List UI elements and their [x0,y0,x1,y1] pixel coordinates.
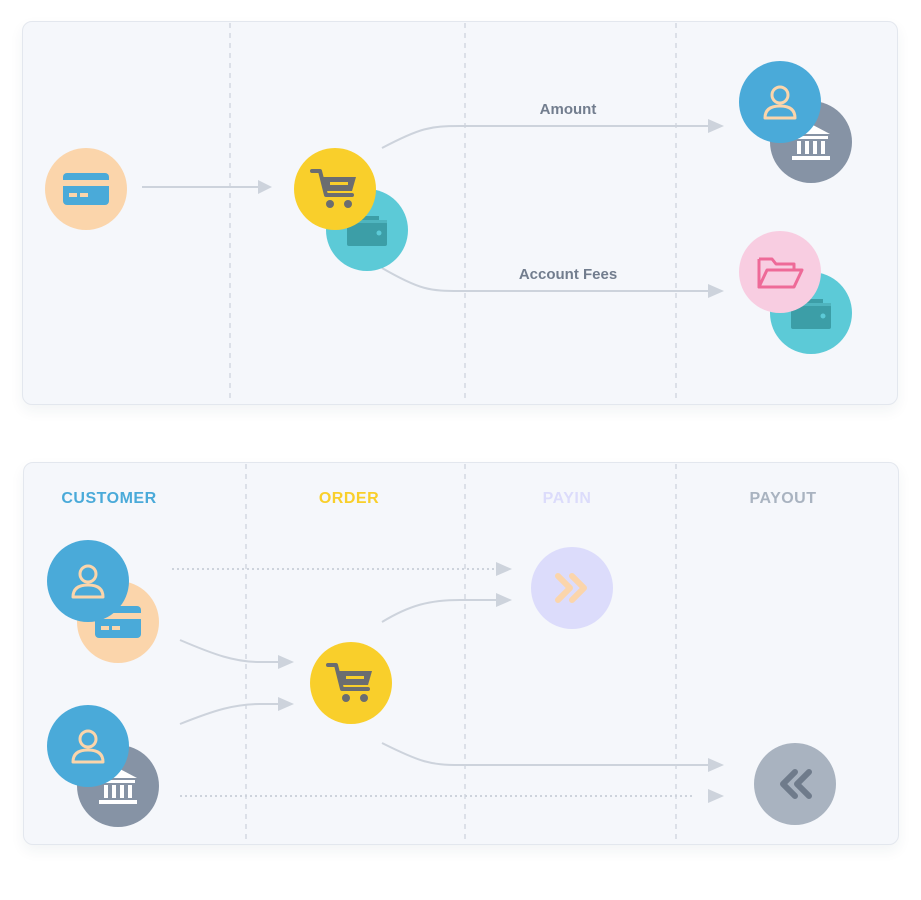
credit-card-icon [63,173,109,205]
bottom-connectors [172,568,708,797]
folder-icon [757,257,804,289]
bottom-column-dividers [245,464,677,842]
arrow-dotted-payin [496,562,512,576]
bottom-flow-panel [23,462,899,845]
user-icon [763,85,797,120]
top-column-dividers [229,23,677,402]
account-fees-label: Account Fees [518,266,618,283]
customer-column-header: CUSTOMER [61,490,157,507]
arrow-order-1 [278,655,294,669]
arrow-account-fees [708,284,724,298]
top-connectors [142,125,708,292]
arrow-payout [708,758,724,772]
bottom-arrowheads [278,562,724,803]
amount-label: Amount [539,101,597,118]
connector-amount [381,125,708,149]
connector-account-fees [381,267,708,292]
double-chevron-right-icon [555,573,587,603]
order-node [294,148,376,230]
user-icon [71,729,105,764]
connector-order-to-payin [381,599,496,623]
shopping-cart-icon [310,169,356,208]
payin-node [531,547,613,629]
connector-order-to-payout [381,742,708,766]
payout-column-header: PAYOUT [749,490,817,507]
shopping-cart-icon [326,663,372,702]
top-arrowheads [258,119,724,298]
arrow-order-2 [278,697,294,711]
folder-node [739,231,821,313]
order-node-bottom [310,642,392,724]
arrow-payin [496,593,512,607]
double-chevron-left-icon [780,769,812,799]
customer1-node [47,540,129,622]
payout-node [754,743,836,825]
payin-column-header: PAYIN [542,490,592,507]
user-node-amount [739,61,821,143]
arrow-dotted-payout [708,789,724,803]
order-column-header: ORDER [318,490,380,507]
connector-customer2-to-order [179,703,278,725]
arrow-amount [708,119,724,133]
user-icon [71,564,105,599]
customer2-node [47,705,129,787]
arrow-order [258,180,272,194]
connector-customer1-to-order [179,639,278,663]
card-node [45,148,127,230]
